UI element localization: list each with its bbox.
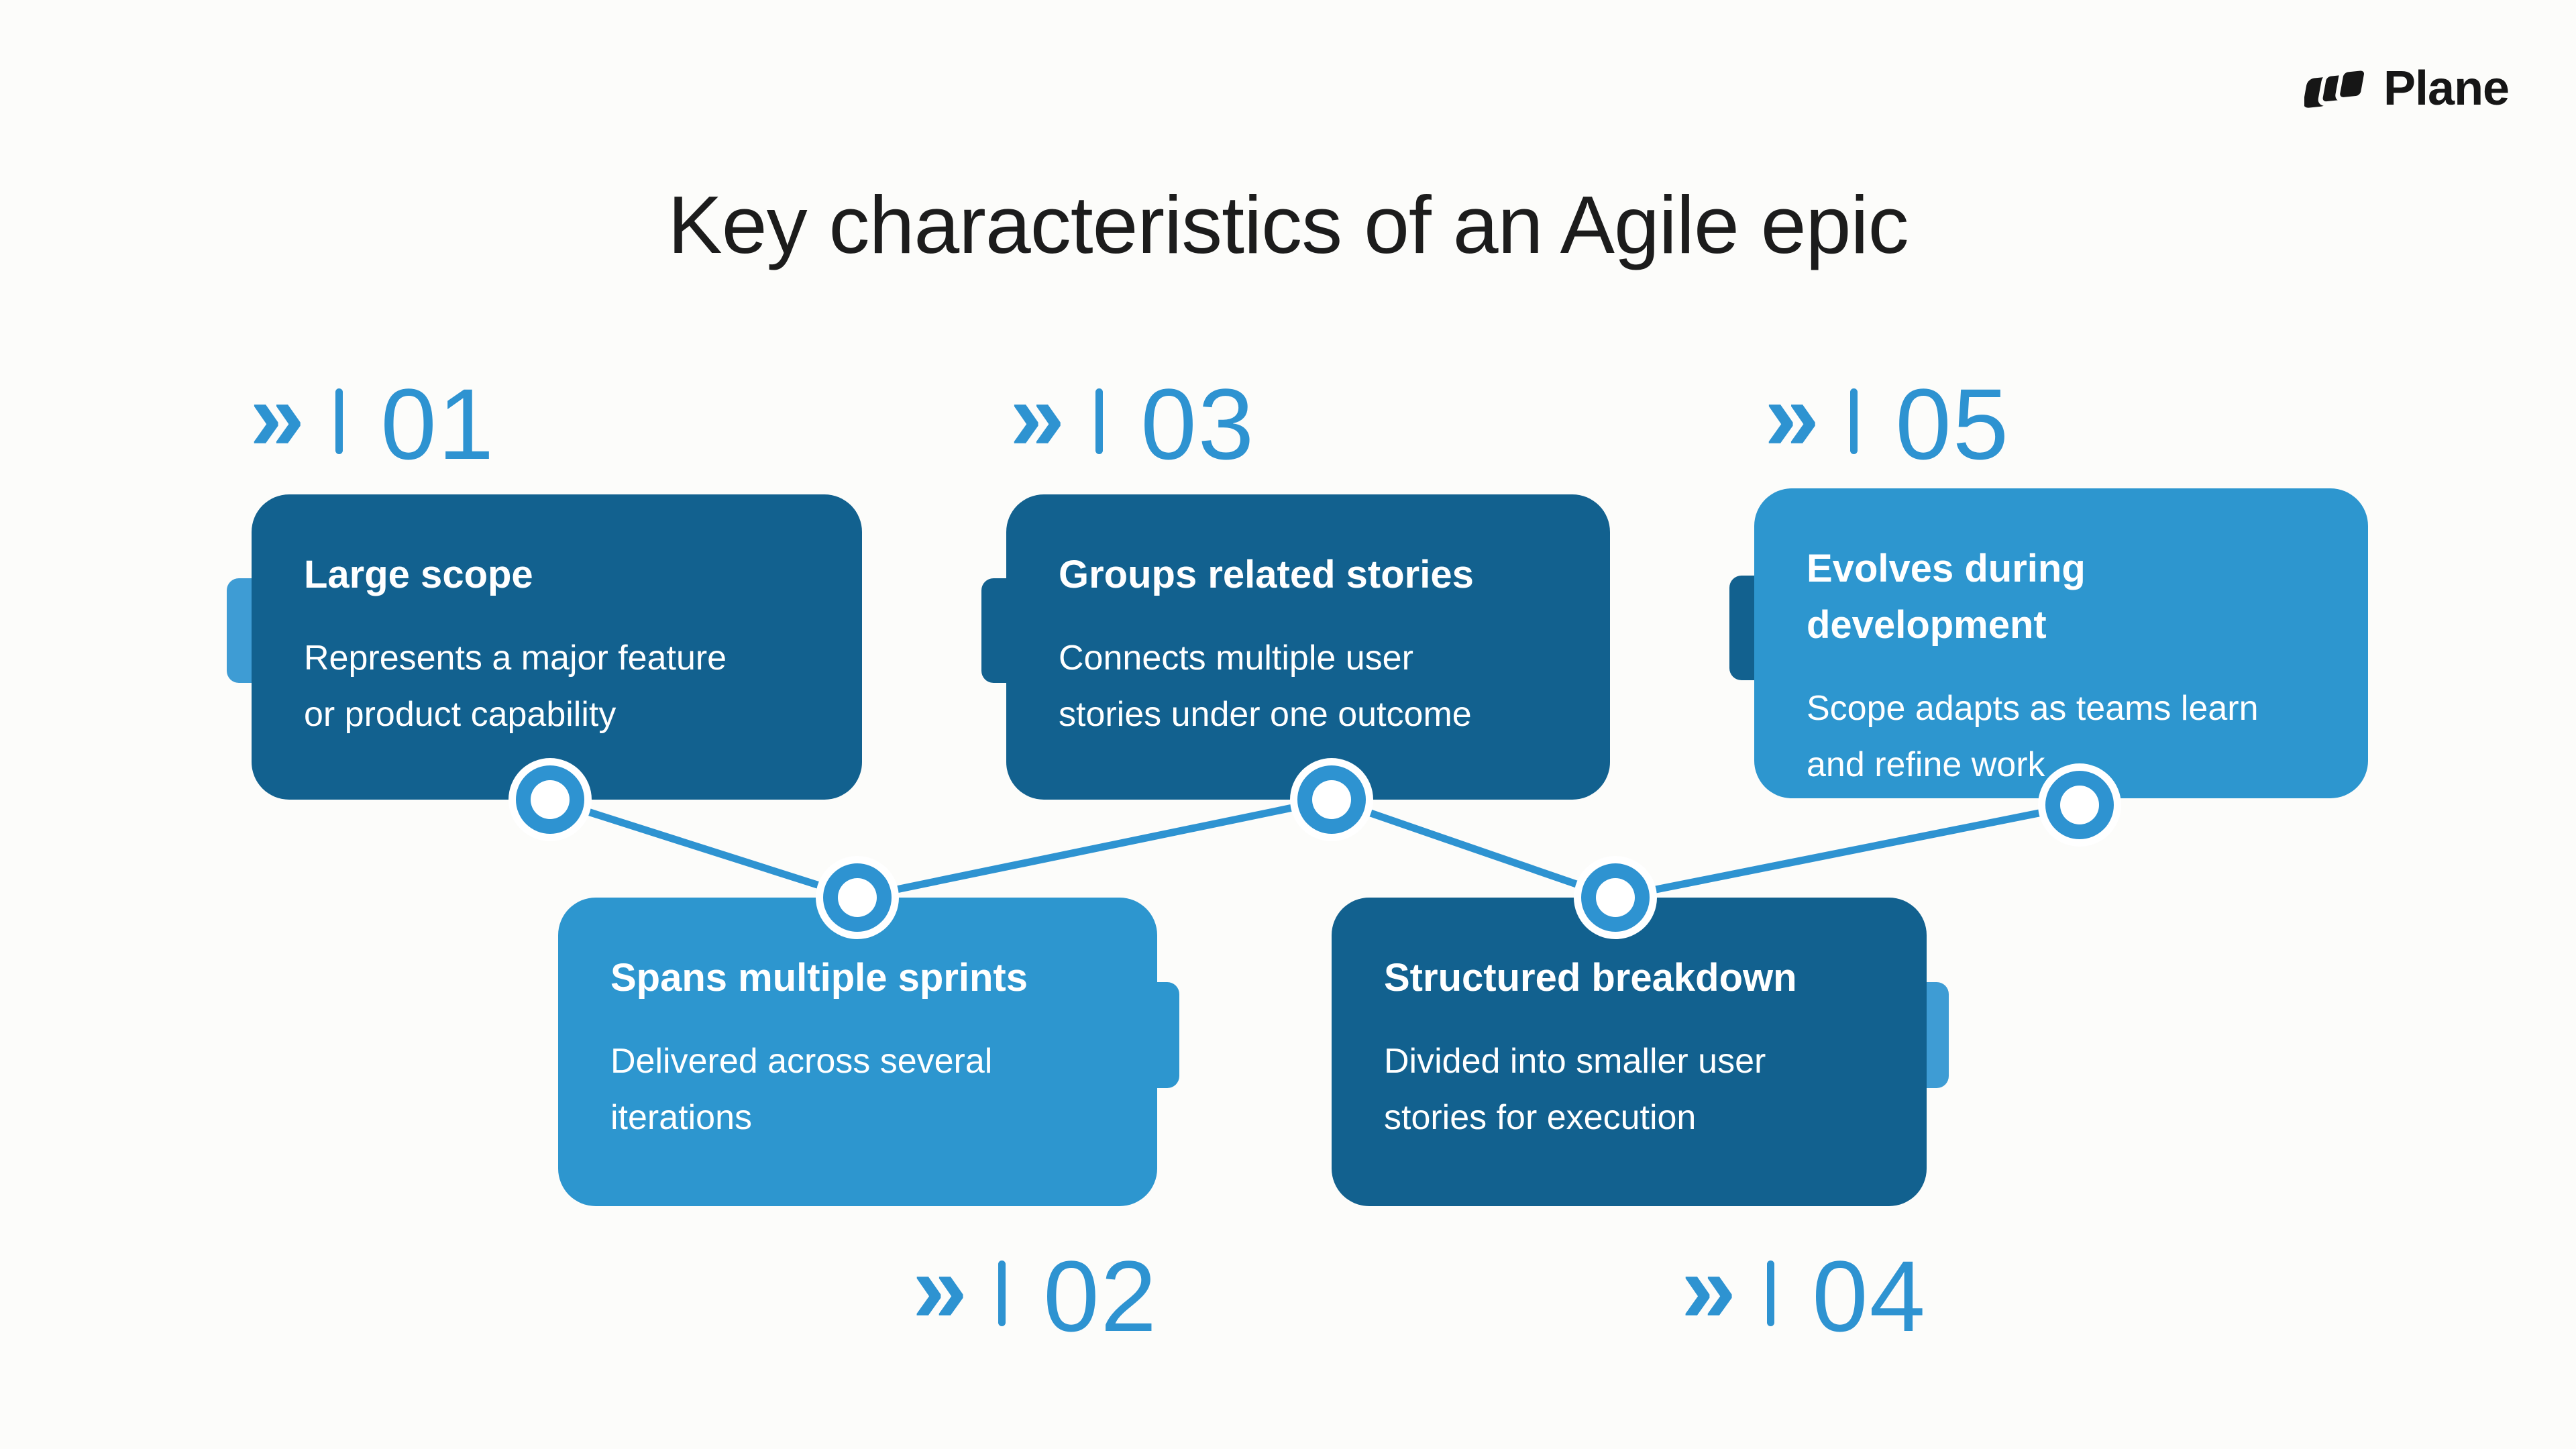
card-structured-breakdown: Structured breakdown Divided into smalle… (1332, 898, 1927, 1206)
double-chevron-icon: » (912, 1233, 968, 1344)
divider-bar (335, 388, 343, 454)
step-number: 03 (1140, 368, 1256, 480)
step-marker-03: » 03 (1010, 361, 1256, 480)
connector-lines (549, 796, 2081, 902)
card-body: Represents a major feature or product ca… (304, 639, 727, 735)
step-marker-04: » 04 (1680, 1233, 1927, 1352)
divider-bar (1850, 388, 1858, 454)
card-body: Delivered across several iterations (610, 1042, 993, 1138)
card-heading: Structured breakdown (1384, 956, 1797, 1000)
card-groups-related-stories: Groups related stories Connects multiple… (1006, 494, 1610, 800)
step-marker-02: » 02 (912, 1233, 1158, 1352)
step-number: 04 (1812, 1240, 1927, 1352)
card-heading: Groups related stories (1059, 553, 1474, 596)
plane-logo-icon (2304, 66, 2369, 108)
card-body: Scope adapts as teams learn and refine w… (1807, 689, 2259, 785)
divider-bar (1767, 1260, 1775, 1326)
brand-name: Plane (2383, 62, 2510, 115)
card-large-scope: Large scope Represents a major feature o… (252, 494, 862, 800)
card-evolves-during-development: Evolves during development Scope adapts … (1754, 488, 2368, 798)
card-heading: Large scope (304, 553, 533, 596)
step-marker-01: » 01 (250, 361, 496, 480)
brand-logo: Plane (2304, 62, 2510, 115)
step-marker-05: » 05 (1764, 361, 2010, 480)
card-heading: Spans multiple sprints (610, 956, 1028, 1000)
double-chevron-icon: » (1680, 1233, 1737, 1344)
card-body: Divided into smaller user stories for ex… (1384, 1042, 1766, 1138)
page-title: Key characteristics of an Agile epic (667, 179, 1909, 270)
step-number: 02 (1043, 1240, 1158, 1352)
double-chevron-icon: » (1764, 361, 1820, 472)
double-chevron-icon: » (1010, 361, 1065, 472)
step-number: 01 (380, 368, 496, 480)
double-chevron-icon: » (250, 361, 305, 472)
card-spans-multiple-sprints: Spans multiple sprints Delivered across … (558, 898, 1157, 1206)
card-heading: Evolves during development (1807, 547, 2086, 647)
card-body: Connects multiple user stories under one… (1059, 639, 1472, 735)
divider-bar (998, 1260, 1006, 1326)
step-number: 05 (1895, 368, 2010, 480)
divider-bar (1095, 388, 1104, 454)
